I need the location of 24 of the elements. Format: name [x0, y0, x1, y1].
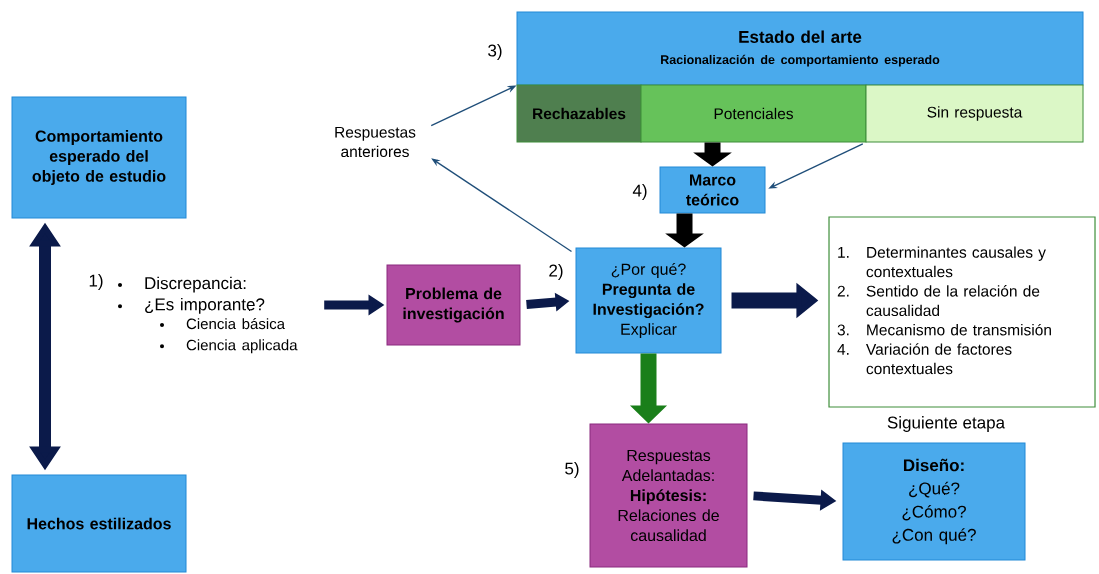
text-label: Respuestas anteriores [335, 126, 416, 158]
process-box: Comportamiento esperado del objeto de estudio [11, 96, 187, 219]
callout-number: 3) [488, 44, 502, 60]
callout-number: 5) [565, 462, 579, 478]
process-box: Hechos estilizados [11, 474, 187, 573]
header-box: Estado del arte Racionalización de comportamiento esperado [516, 11, 1084, 86]
hypothesis-box: Respuestas Adelantadas: Hipótesis: Relaciones de causalidad [589, 423, 748, 568]
category-box: Rechazables [516, 84, 642, 143]
callout-number: 1) [89, 274, 103, 290]
node-label: ¿Es imporante? [145, 297, 265, 314]
process-box: Marco teórico [659, 166, 766, 214]
process-box: Problema de investigación [386, 264, 521, 346]
design-box: Siguiente etapa Diseño: ¿Qué? ¿Cómo? ¿Con qué? [842, 416, 1026, 561]
node-label: Ciencia básica [186, 317, 286, 330]
bullet-list: Discrepancia: ¿Es imporante? Ciencia básica Ciencia aplicada [118, 276, 298, 354]
category-box: Sin respuesta [865, 84, 1084, 143]
category-box: Potenciales [640, 84, 867, 143]
callout-number: 2) [549, 264, 563, 280]
numbered-list-box: 1. Determinantes causales y contextuales 2. Sentido de la relación de causalidad 3. Mecanismo de transmisión 4. Variación de factores contextuales [828, 216, 1096, 408]
node-label: Discrepancia: [145, 276, 246, 293]
callout-number: 4) [632, 184, 647, 200]
question-box: ¿Por qué? Pregunta de Investigación? Explicar [575, 247, 722, 354]
node-label: Siguiente etapa [887, 416, 1006, 432]
node-label: Ciencia aplicada [186, 339, 298, 354]
